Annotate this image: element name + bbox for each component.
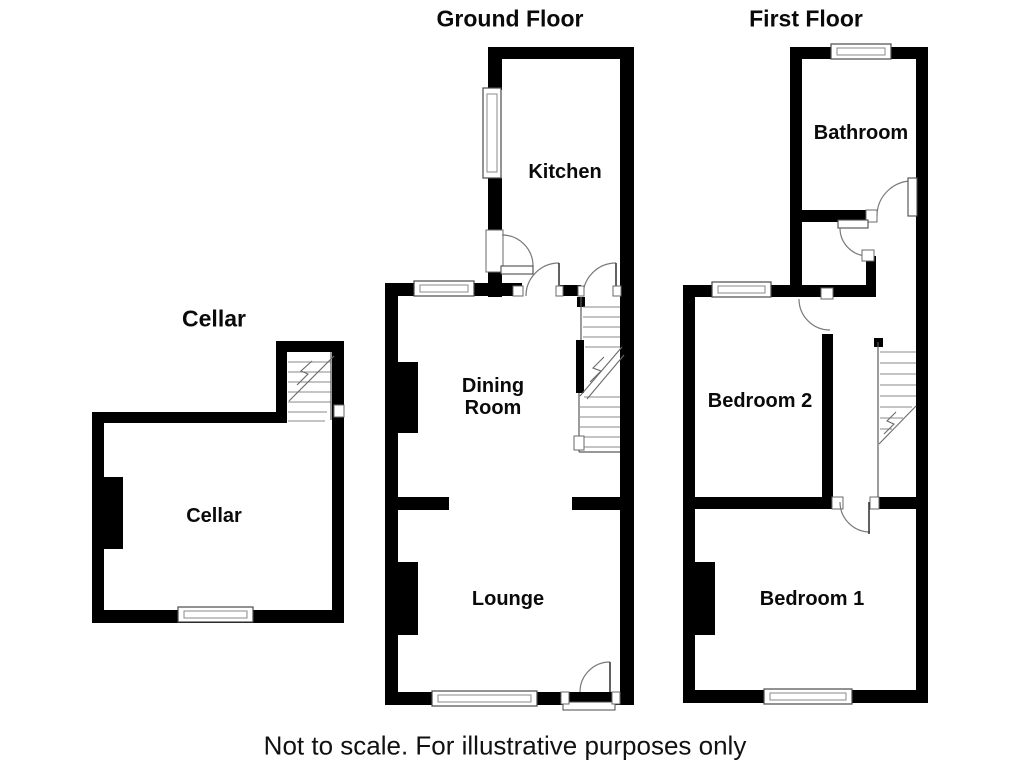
bedroom2-door-icon [798, 287, 834, 331]
cellar-plan [92, 341, 345, 623]
room-label-lounge: Lounge [471, 588, 545, 610]
door-jambs [512, 285, 622, 297]
first-floor-plan-title: First Floor [749, 5, 863, 32]
lounge-window-icon [431, 690, 538, 707]
cellar-staircase-icon [288, 352, 345, 422]
room-label-bathroom: Bathroom [813, 122, 909, 144]
chimney-breast [683, 562, 715, 635]
landing-door-icon [837, 219, 875, 262]
dining-window-icon [413, 280, 475, 297]
ground-floor-plan-title: Ground Floor [436, 5, 584, 32]
room-label-bedroom-1: Bedroom 1 [759, 588, 865, 610]
room-label-bedroom-2: Bedroom 2 [707, 390, 813, 412]
bedroom1-door-icon [831, 496, 880, 534]
bathroom-window-icon [830, 43, 892, 60]
kitchen-window-icon [482, 87, 502, 179]
room-label-dining-room: Dining Room [461, 375, 525, 419]
first-floor-staircase-icon [877, 342, 917, 497]
cellar-window-icon [177, 606, 254, 623]
chimney-breast [92, 477, 123, 549]
stairs-door-icon [582, 262, 617, 297]
cellar-plan-title: Cellar [182, 305, 246, 332]
kitchen-door-icon [485, 229, 534, 275]
chimney-breast [385, 362, 418, 433]
first-floor-walls [683, 47, 928, 703]
ground-floor-plan [385, 47, 634, 711]
disclaimer-note: Not to scale. For illustrative purposes … [263, 730, 747, 761]
first-floor-plan [683, 43, 928, 705]
front-door-icon [560, 661, 621, 711]
room-label-kitchen: Kitchen [528, 161, 602, 183]
bedroom1-window-icon [763, 688, 853, 705]
room-label-cellar: Cellar [186, 505, 242, 527]
landing-window-icon [711, 281, 772, 298]
bathroom-door-icon [865, 177, 918, 223]
chimney-breast [385, 562, 418, 635]
ground-staircase-icon [573, 297, 625, 453]
